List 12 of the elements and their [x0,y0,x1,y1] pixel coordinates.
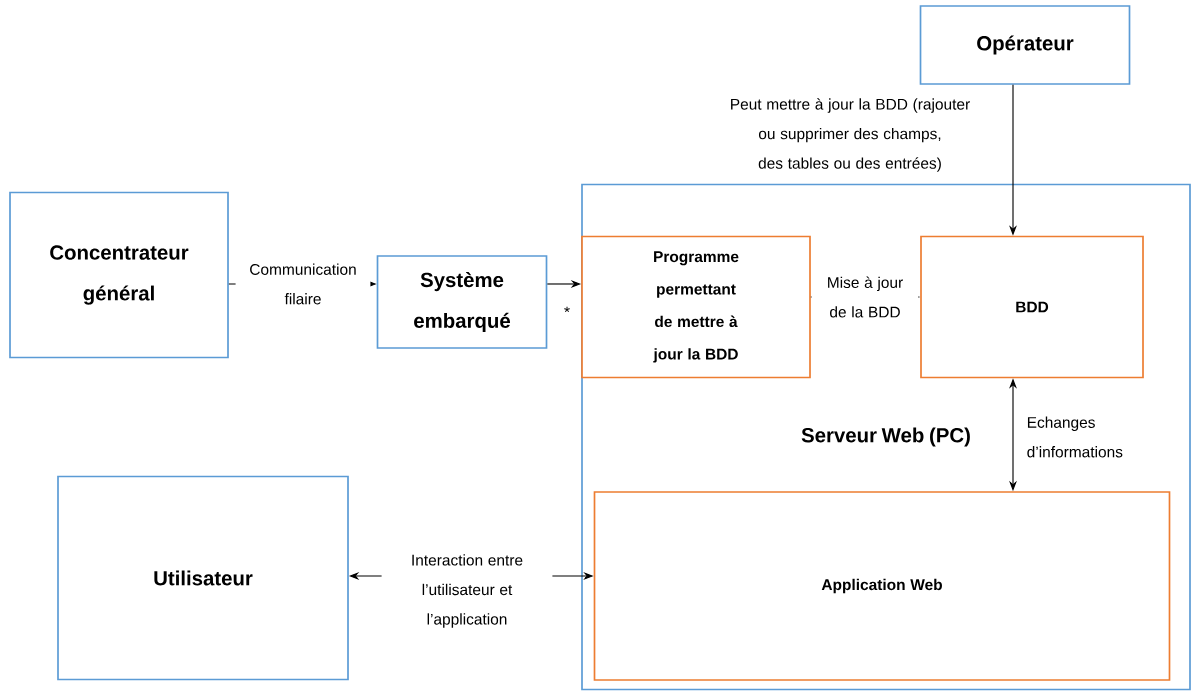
system-box: Système embarqué [376,255,548,349]
actor-box: Opérateur [919,5,1131,85]
edge-label: Communication filaire [235,262,371,306]
process-box: Programme permettant de mettre à jour la BDD [581,235,811,379]
edge-label: Peut mettre à jour la BDD (rajouter ou supprimer des champs, des tables ou des entrées) [731,98,970,172]
edge-label: * [564,306,570,313]
actor-box: Utilisateur [57,475,349,681]
application-box: Application Web [593,491,1171,681]
edge-label: Interaction entre l’utilisateur et l’application [381,552,553,630]
edge-label: Echanges d’informations [1027,416,1123,458]
system-box: Concentrateur général [9,191,229,359]
database-box: BDD [920,235,1144,379]
